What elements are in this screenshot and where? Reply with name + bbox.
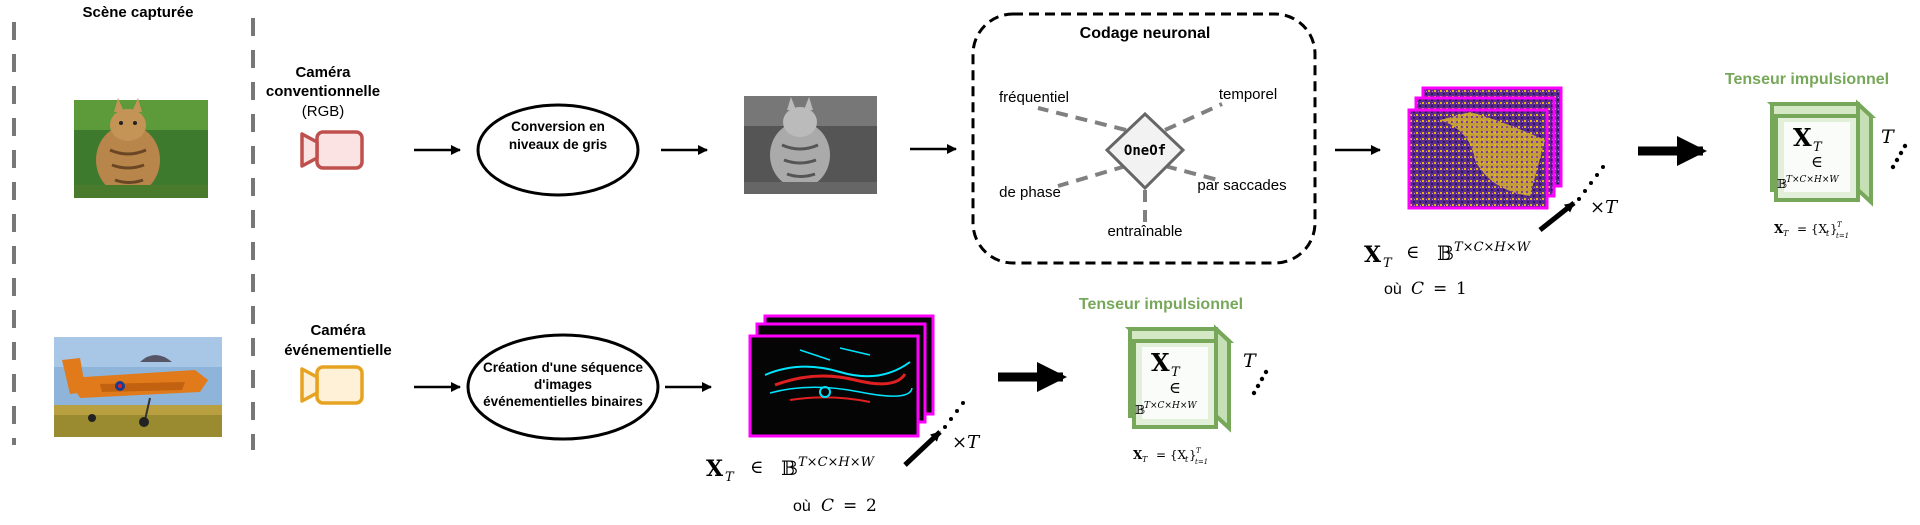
channel-var: C — [1411, 279, 1424, 299]
where-label: où — [1384, 281, 1402, 298]
camera-icon — [300, 130, 364, 170]
neural-coding-title: Codage neuronal — [1080, 25, 1211, 42]
seq-close: } — [1189, 448, 1197, 462]
where-label: où — [793, 498, 811, 515]
spike-tensor-title: Tenseur impulsionnel — [1725, 71, 1889, 88]
rgb-camera-label-1: Caméra — [295, 64, 351, 81]
rgb-camera: Caméra conventionnelle (RGB) — [266, 64, 380, 170]
oneof-label: OneOf — [1124, 143, 1166, 159]
coding-trainable: entraînable — [1107, 223, 1182, 240]
seq-lhs: X — [1774, 222, 1784, 236]
scene-column: Scène capturée — [12, 4, 255, 450]
depth-dots — [1251, 369, 1269, 396]
time-dots — [1577, 165, 1605, 201]
event-frame-stack: ×T — [748, 314, 981, 467]
equals-sign: = — [1433, 279, 1447, 299]
cube-member: ∈ — [1811, 152, 1823, 171]
cube-space-sup: T×C×H×W — [1144, 401, 1197, 411]
channel-count-bottom: 2 — [866, 496, 877, 516]
spike-tensor-title: Tenseur impulsionnel — [1079, 296, 1243, 313]
coding-phase: de phase — [999, 184, 1061, 201]
seq-lhs-sub: T — [1142, 455, 1148, 464]
cube-member: ∈ — [1169, 378, 1181, 397]
cube-tensor-symbol: X — [1151, 348, 1170, 377]
camera-icon — [300, 365, 364, 405]
space-symbol: 𝔹 — [1437, 241, 1454, 265]
cube-depth-label: T — [1881, 126, 1895, 148]
oneof-node: OneOf — [1104, 111, 1186, 191]
cube-tensor-subscript: T — [1171, 365, 1181, 380]
seq-range-sup: T — [1196, 447, 1202, 455]
tensor-symbol: X — [706, 456, 724, 482]
seq-rhs: = {X — [1156, 448, 1187, 462]
member-symbol: ∈ — [1406, 242, 1419, 263]
event-camera-label-1: Caméra — [310, 322, 366, 339]
seq-range-sub: t=1 — [1836, 232, 1849, 240]
space-superscript: T×C×H×W — [798, 455, 876, 470]
grayscale-conversion-node: Conversion en niveaux de gris — [476, 103, 640, 197]
bottom-formula: X T ∈ 𝔹 T×C×H×W où C = 2 — [706, 455, 877, 516]
rgb-camera-label-2: conventionnelle — [266, 83, 380, 100]
seq-sub-t: t — [1185, 455, 1189, 464]
cat-photo — [74, 98, 208, 198]
depth-dots — [1890, 143, 1908, 170]
coding-temporal: temporel — [1219, 86, 1277, 103]
spike-tensor-bottom: Tenseur impulsionnel X T ∈ 𝔹 T×C×H×W T X… — [1079, 296, 1269, 466]
neural-coding-box: Codage neuronal OneOf fréquentiel tempor… — [971, 12, 1317, 265]
cube-space: 𝔹 — [1135, 403, 1145, 417]
coding-saccade: par saccades — [1197, 177, 1286, 194]
time-dots — [943, 401, 965, 429]
cube-space: 𝔹 — [1777, 177, 1787, 191]
space-symbol: 𝔹 — [781, 456, 798, 480]
time-axis-arrow — [1538, 201, 1576, 232]
spike-tensor-top: Tenseur impulsionnel X T ∈ 𝔹 T×C×H×W T X… — [1725, 71, 1908, 240]
tensor-subscript: T — [1383, 256, 1393, 271]
event-step-line-3: événementielles binaires — [483, 394, 643, 409]
tensor-subscript: T — [725, 470, 735, 485]
times-t-label: ×T — [1590, 197, 1619, 218]
seq-rhs: = {X — [1797, 222, 1828, 236]
space-superscript: T×C×H×W — [1454, 240, 1532, 255]
rgb-camera-label-3: (RGB) — [302, 103, 345, 120]
channel-var: C — [821, 496, 834, 516]
seq-lhs-sub: T — [1783, 229, 1789, 238]
tensor-cube — [1124, 324, 1235, 433]
cube-depth-label: T — [1243, 350, 1257, 372]
equals-sign: = — [843, 496, 857, 516]
cube-space-sup: T×C×H×W — [1786, 175, 1839, 185]
event-camera-label-2: événementielle — [284, 342, 392, 359]
time-axis-arrow — [903, 430, 942, 467]
times-t-label: ×T — [952, 432, 981, 453]
event-sequence-node: Création d'une séquence d'images événeme… — [466, 333, 660, 441]
event-camera: Caméra événementielle — [284, 322, 392, 405]
airplane-photo — [54, 337, 222, 437]
event-step-line-1: Création d'une séquence — [483, 360, 643, 375]
top-formula: X T ∈ 𝔹 T×C×H×W où C = 1 — [1364, 240, 1532, 299]
encoded-frame-stack: ×T — [1407, 86, 1619, 232]
grayscale-step-line-2: niveaux de gris — [509, 137, 607, 152]
grayscale-photo — [744, 96, 877, 194]
event-step-line-2: d'images — [534, 377, 592, 392]
tensor-symbol: X — [1364, 242, 1382, 268]
seq-range-sup: T — [1837, 221, 1843, 229]
grayscale-step-line-1: Conversion en — [511, 119, 605, 134]
channel-count-top: 1 — [1456, 279, 1467, 299]
tensor-cube — [1766, 99, 1877, 207]
seq-close: } — [1830, 222, 1838, 236]
member-symbol: ∈ — [750, 457, 763, 478]
seq-sub-t: t — [1826, 229, 1830, 238]
scene-title: Scène capturée — [83, 4, 194, 21]
coding-connectors — [1037, 102, 1223, 222]
cube-tensor-subscript: T — [1813, 140, 1823, 155]
coding-frequential: fréquentiel — [999, 89, 1069, 106]
cube-tensor-symbol: X — [1793, 123, 1812, 152]
seq-range-sub: t=1 — [1195, 458, 1208, 466]
seq-lhs: X — [1133, 448, 1143, 462]
